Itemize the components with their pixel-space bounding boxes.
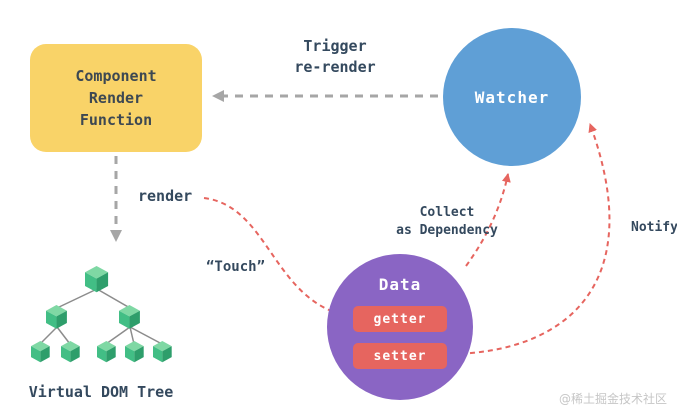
watcher-node: Watcher xyxy=(443,28,581,166)
trigger-line2: re-render xyxy=(294,58,376,76)
component-render-function-node: Component Render Function xyxy=(30,44,202,152)
collect-line1: Collect xyxy=(419,205,475,220)
collect-line2: as Dependency xyxy=(396,223,498,238)
component-box-line2: Render xyxy=(88,89,144,107)
touch-label: “Touch” xyxy=(206,259,266,275)
watcher-label: Watcher xyxy=(474,87,550,107)
arrow-collect-dependency xyxy=(465,173,511,267)
trigger-line1: Trigger xyxy=(303,37,367,55)
watermark: @稀土掘金技术社区 xyxy=(558,392,667,406)
vdom-tree-edges xyxy=(39,288,163,345)
vdom-tree-cubes xyxy=(31,266,172,363)
data-label: Data xyxy=(378,275,422,294)
setter-pill: setter xyxy=(353,343,447,369)
collect-dependency-label: Collect as Dependency xyxy=(383,204,511,240)
getter-pill: getter xyxy=(353,306,447,332)
arrow-notify xyxy=(451,123,611,355)
trigger-rerender-label: Trigger re-render xyxy=(270,36,400,78)
component-box-line3: Function xyxy=(79,111,153,129)
virtual-dom-tree-label: Virtual DOM Tree xyxy=(28,383,174,401)
data-node: Data getter setter xyxy=(327,254,473,400)
render-label: render xyxy=(138,187,193,205)
component-box-line1: Component xyxy=(75,67,157,85)
arrow-touch-getter xyxy=(203,197,344,318)
notify-label: Notify xyxy=(631,220,677,235)
